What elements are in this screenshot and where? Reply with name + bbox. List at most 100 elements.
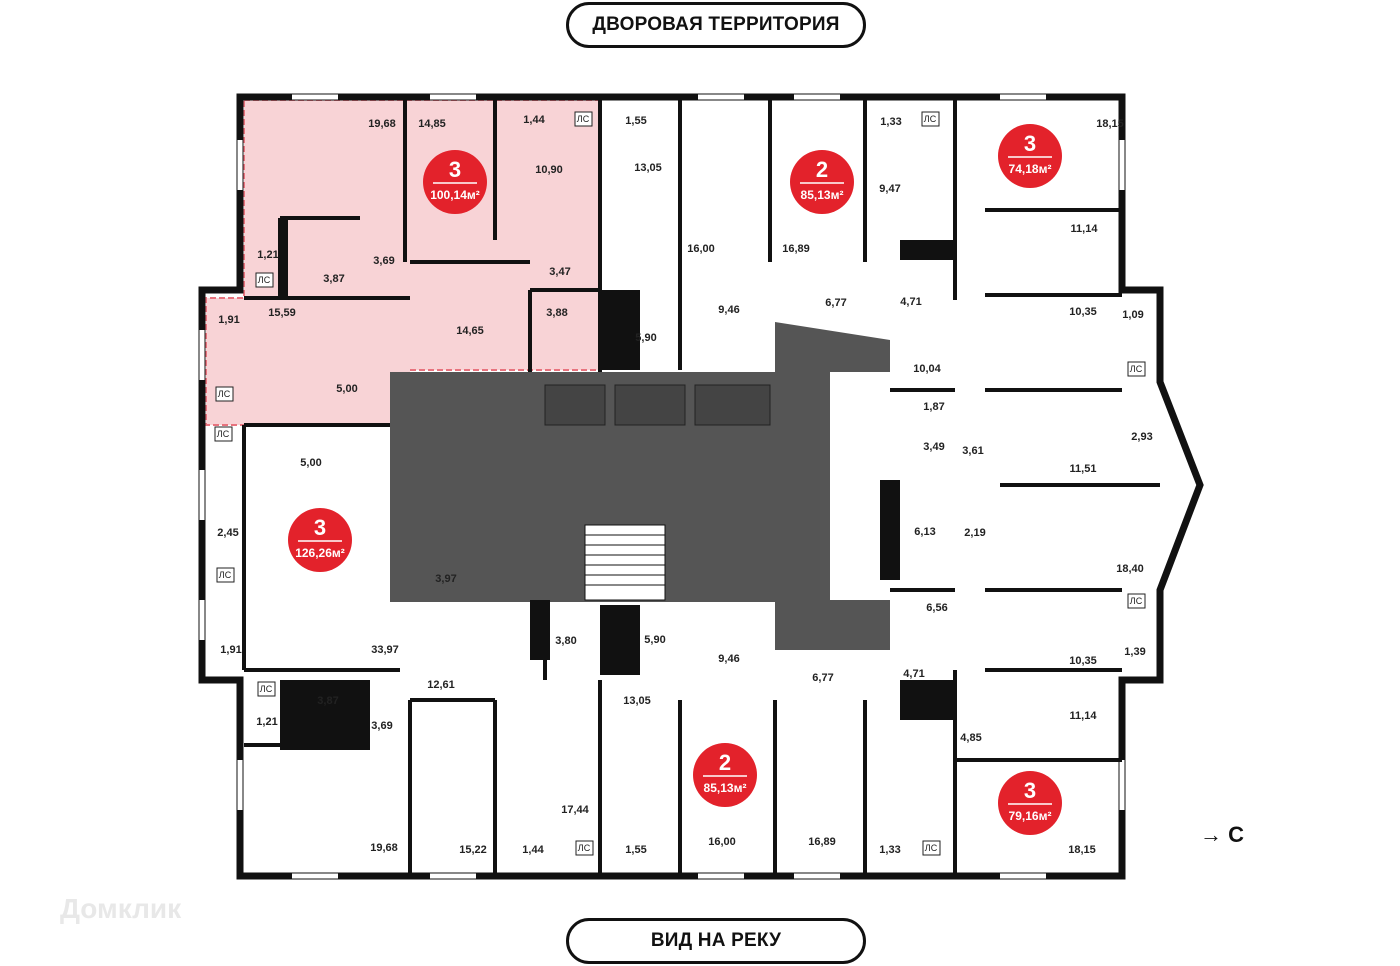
ls-box	[255, 272, 274, 288]
ls-box	[575, 840, 594, 856]
building-core	[390, 322, 890, 650]
room-area-label: 17,44	[561, 804, 589, 816]
ls-label: ЛС	[1130, 364, 1143, 374]
room-area-label: 3,49	[923, 441, 944, 453]
ls-label: ЛС	[577, 114, 590, 124]
interior-walls	[242, 100, 1160, 876]
room-area-label: 3,87	[323, 273, 344, 285]
badge-area: 74,18м²	[1009, 162, 1052, 176]
badge-area: 79,16м²	[1009, 809, 1052, 823]
ls-box	[574, 111, 593, 127]
room-area-label: 1,09	[1122, 309, 1143, 321]
room-area-label: 1,91	[220, 644, 241, 656]
room-area-label: 6,77	[812, 672, 833, 684]
badge-circle	[998, 771, 1062, 835]
room-area-label: 6,56	[926, 602, 947, 614]
ls-box	[1127, 593, 1146, 609]
room-area-label: 18,15	[1096, 118, 1124, 130]
badge-area: 126,26м²	[295, 546, 345, 560]
ls-box	[922, 840, 941, 856]
room-area-label: 1,55	[625, 844, 646, 856]
ls-label: ЛС	[924, 114, 937, 124]
ls-box	[1127, 361, 1146, 377]
ls-label: ЛС	[578, 843, 591, 853]
badge-room-count: 2	[719, 750, 731, 775]
room-area-label: 3,87	[317, 695, 338, 707]
watermark: Домклик	[60, 893, 182, 924]
ls-box	[214, 426, 233, 442]
room-area-label: 10,90	[535, 164, 563, 176]
badge-circle	[423, 150, 487, 214]
badge-circle	[693, 743, 757, 807]
room-area-label: 1,44	[523, 114, 545, 126]
room-area-label: 16,89	[782, 243, 810, 255]
badge-circle	[790, 150, 854, 214]
room-area-label: 16,89	[808, 836, 836, 848]
room-area-label: 10,35	[1069, 655, 1097, 667]
room-area-label: 13,05	[623, 695, 651, 707]
room-area-label: 15,22	[459, 844, 487, 856]
room-area-label: 19,68	[368, 118, 396, 130]
ls-box	[215, 386, 234, 402]
apartment-badge[interactable]: 2 85,13м²	[693, 743, 757, 807]
room-area-label: 1,33	[880, 116, 901, 128]
room-area-label: 4,85	[960, 732, 981, 744]
room-area-label: 16,00	[687, 243, 715, 255]
room-area-label: 18,40	[1116, 563, 1144, 575]
room-area-label: 1,39	[1124, 646, 1145, 658]
badge-room-count: 3	[449, 157, 461, 182]
ls-label: ЛС	[1130, 596, 1143, 606]
compass-letter: С	[1228, 822, 1245, 847]
apartment-badge[interactable]: 2 85,13м²	[790, 150, 854, 214]
room-area-label: 3,69	[371, 720, 392, 732]
room-area-label: 5,00	[300, 457, 321, 469]
apartment-badge[interactable]: 3 79,16м²	[998, 771, 1062, 835]
apartment-badge[interactable]: 3 100,14м²	[423, 150, 487, 214]
room-area-label: 11,51	[1070, 463, 1097, 475]
room-area-label: 4,71	[900, 296, 921, 308]
room-area-label: 11,14	[1070, 710, 1098, 722]
ls-box	[257, 681, 276, 697]
room-area-label: 1,91	[218, 314, 239, 326]
apartment-badge[interactable]: 3 74,18м²	[998, 124, 1062, 188]
room-area-label: 1,33	[879, 844, 900, 856]
apartment-badges: 3100,14м²3126,26м²285,13м²374,18м²285,13…	[288, 124, 1062, 835]
room-area-label: 5,90	[635, 332, 656, 344]
bottom-orientation-text: ВИД НА РЕКУ	[650, 930, 782, 951]
room-area-label: 14,85	[418, 118, 446, 130]
room-area-label: 6,77	[825, 297, 846, 309]
ls-box	[921, 111, 940, 127]
room-area-label: 1,21	[257, 249, 278, 261]
room-area-label: 1,87	[923, 401, 944, 413]
ls-label: ЛС	[260, 684, 273, 694]
badge-area: 85,13м²	[704, 781, 747, 795]
room-area-label: 3,80	[555, 635, 576, 647]
room-area-label: 9,47	[879, 183, 900, 195]
ls-label: ЛС	[258, 275, 271, 285]
badge-room-count: 3	[1024, 131, 1036, 156]
room-area-label: 5,00	[336, 383, 357, 395]
badge-room-count: 2	[816, 157, 828, 182]
badge-area: 85,13м²	[801, 188, 844, 202]
ls-label: ЛС	[218, 389, 231, 399]
badge-area: 100,14м²	[430, 188, 480, 202]
room-area-label: 19,68	[370, 842, 398, 854]
badge-room-count: 3	[1024, 778, 1036, 803]
room-area-label: 11,14	[1071, 223, 1099, 235]
ls-label: ЛС	[219, 570, 232, 580]
ls-label: ЛС	[925, 843, 938, 853]
room-area-label: 4,71	[903, 668, 924, 680]
ls-box	[216, 567, 235, 583]
badge-circle	[998, 124, 1062, 188]
room-area-label: 1,21	[256, 716, 277, 728]
room-area-label: 3,61	[962, 445, 983, 457]
room-area-label: 3,88	[546, 307, 567, 319]
bottom-orientation-label: ВИД НА РЕКУ	[566, 918, 866, 964]
room-area-label: 9,46	[718, 653, 739, 665]
room-area-label: 10,04	[913, 363, 941, 375]
top-orientation-label: ДВОРОВАЯ ТЕРРИТОРИЯ	[566, 2, 866, 48]
room-area-label: 1,55	[625, 115, 646, 127]
